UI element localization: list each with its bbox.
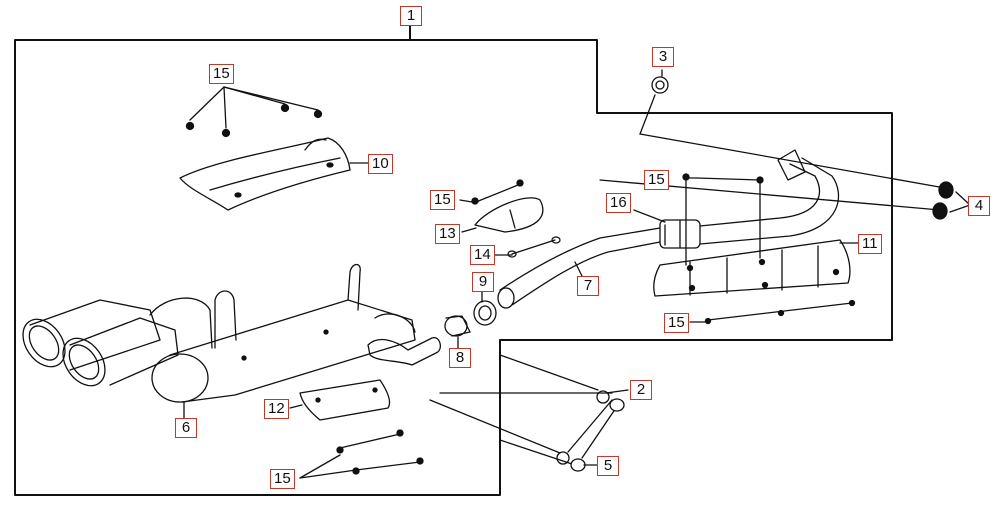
assembly-boundary (14, 39, 893, 496)
leader-16 (633, 209, 666, 223)
pipe-collar (659, 219, 701, 249)
callout-2: 2 (630, 380, 652, 400)
callout-7: 7 (577, 276, 599, 296)
callout-15-top: 15 (209, 64, 234, 84)
callout-15-clamp: 15 (430, 190, 455, 210)
screws-bottom-group (299, 429, 424, 479)
callout-6: 6 (175, 418, 197, 438)
header-pipe (699, 149, 840, 245)
muffler-body (151, 263, 416, 403)
muffler-inlet-elbow (367, 337, 442, 366)
callout-13: 13 (435, 224, 460, 244)
callout-16: 16 (606, 193, 631, 213)
callout-5: 5 (597, 456, 619, 476)
leader-7 (574, 261, 584, 279)
callout-11: 11 (858, 234, 882, 254)
callout-10: 10 (368, 154, 393, 174)
fasteners-2-5 (429, 354, 629, 472)
callout-4: 4 (968, 196, 990, 216)
callout-9: 9 (472, 272, 494, 292)
callout-12: 12 (264, 399, 289, 419)
screws-shield-group (682, 173, 856, 325)
screws-top-group (185, 86, 323, 138)
screws-clamp-group (459, 179, 561, 258)
header-heat-shield (653, 239, 851, 297)
tail-pipes (22, 297, 213, 387)
callout-15-shield-bottom: 15 (664, 313, 689, 333)
pipe-clamp-13 (461, 197, 544, 233)
callout-15-shield-top: 15 (644, 170, 669, 190)
leader-12 (289, 404, 303, 409)
callout-8: 8 (449, 348, 471, 368)
callout-14: 14 (470, 245, 495, 265)
heat-shield-bottom (299, 379, 391, 421)
callout-3: 3 (652, 47, 674, 67)
gasket (473, 300, 497, 326)
heat-shield-top (179, 137, 351, 211)
connector-pipe (497, 227, 661, 309)
nut-3 (639, 69, 669, 135)
callout-1: 1 (400, 6, 422, 26)
clamp (444, 315, 471, 337)
callout-15-bottom: 15 (270, 469, 295, 489)
